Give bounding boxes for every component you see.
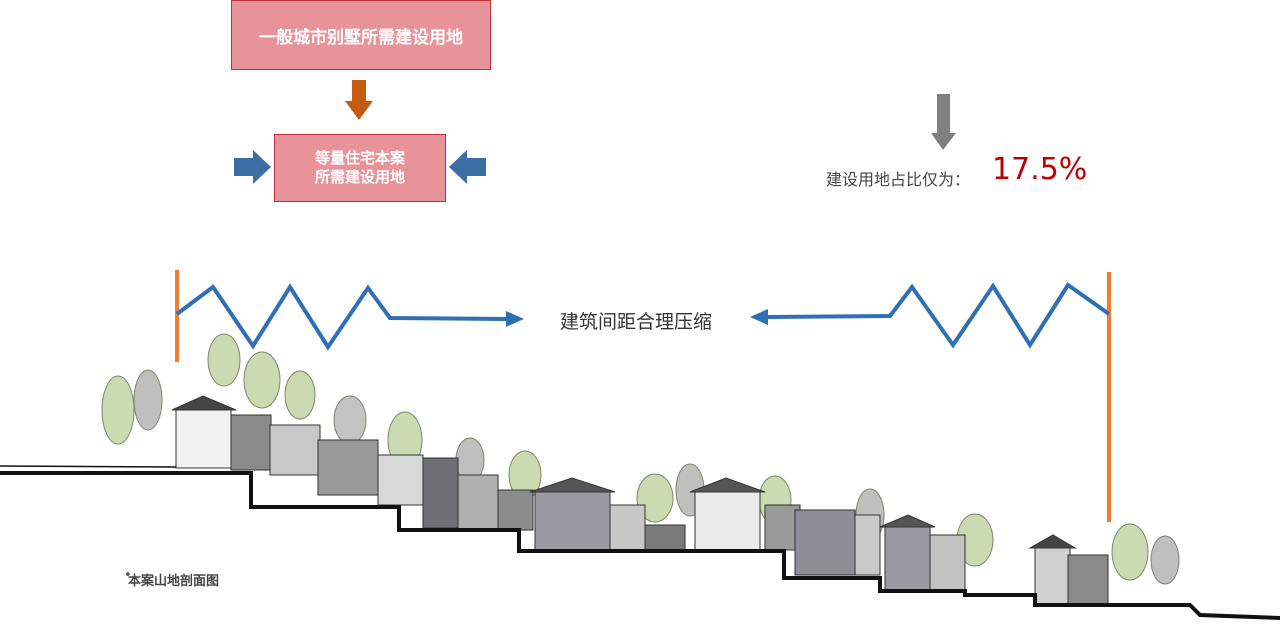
section-caption: 本案山地剖面图 — [128, 574, 220, 589]
gray-down-arrow — [931, 94, 956, 150]
project-land-line1: 等量住宅本案 — [314, 149, 405, 167]
general-villa-land-box: 一般城市别墅所需建设用地 — [231, 0, 491, 70]
left-blue-arrow — [234, 150, 271, 184]
right-blue-arrow — [449, 150, 486, 184]
compress-label: 建筑间距合理压缩 — [560, 311, 713, 333]
left-zigzag-arrow — [175, 283, 509, 351]
right-zigzag-arrow — [765, 282, 1111, 349]
mountain-section-illustration — [0, 333, 1280, 620]
general-villa-land-text: 一般城市别墅所需建设用地 — [259, 27, 463, 48]
ratio-value: 17.5% — [992, 152, 1088, 187]
right-zigzag-arrowhead — [750, 309, 768, 325]
ratio-label: 建设用地占比仅为： — [826, 170, 971, 189]
caption-bullet: • — [124, 568, 132, 583]
project-land-box: 等量住宅本案 所需建设用地 — [274, 134, 446, 202]
left-zigzag-arrowhead — [506, 311, 524, 327]
project-land-line2: 所需建设用地 — [314, 168, 405, 186]
orange-down-arrow — [345, 80, 373, 120]
